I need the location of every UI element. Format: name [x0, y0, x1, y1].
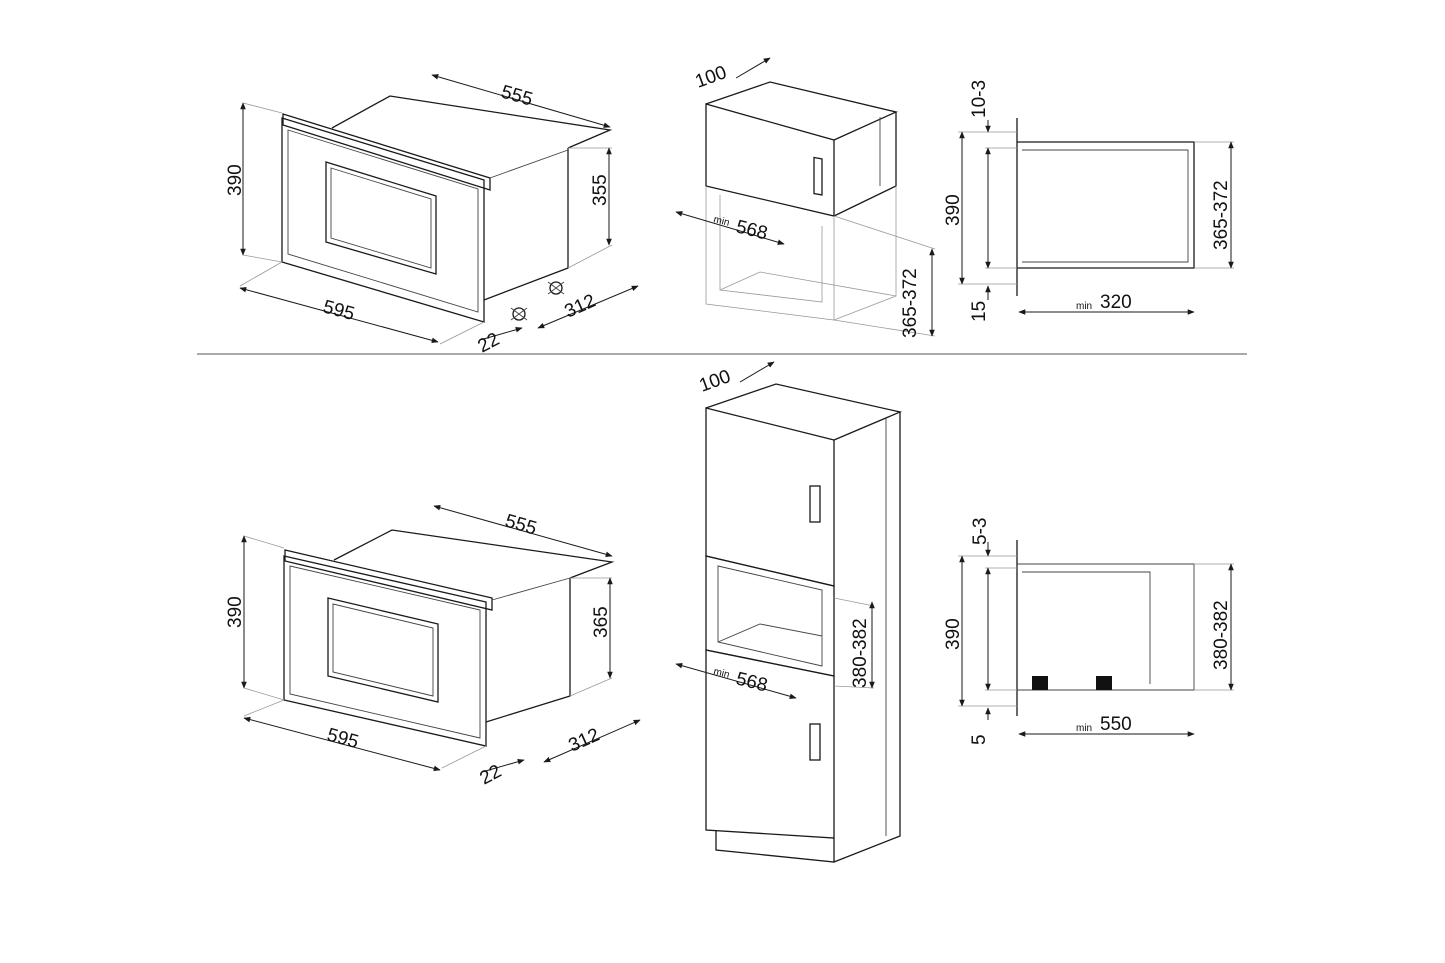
bottom-cabinet-top-label: 100 — [697, 366, 734, 397]
top-cabinet-niche-depth-dim — [675, 211, 785, 245]
bottom-oven-width-label: 595 — [325, 725, 361, 753]
top-cabinet-niche-height-label: 365-372 — [900, 268, 921, 338]
top-side-top-gap-label: 10-3 — [969, 80, 990, 118]
bottom-side-depth-label: 550 — [1100, 714, 1132, 735]
top-cabinet-drawing — [705, 81, 936, 337]
bottom-side-min-label: min — [1076, 723, 1092, 734]
top-oven-side-depth-dim — [537, 285, 639, 329]
bottom-oven-depth-dim — [433, 505, 613, 557]
bottom-side-bottom-gap-label: 5 — [969, 734, 990, 745]
bottom-side-niche-height-label: 380-382 — [1211, 600, 1232, 670]
top-oven-width-dim — [239, 286, 439, 344]
top-oven-depth-label: 555 — [499, 82, 535, 111]
bottom-side-foot-left — [1032, 676, 1048, 690]
top-oven-width-label: 595 — [321, 297, 357, 325]
top-cabinet-top-label: 100 — [693, 62, 730, 93]
bottom-cabinet-niche-height-label: 380-382 — [850, 618, 871, 688]
bottom-cabinet-niche-depth-dim — [675, 663, 797, 699]
top-side-bottom-gap-label: 15 — [969, 301, 990, 322]
top-side-niche-height-label: 365-372 — [1211, 180, 1232, 250]
bottom-oven-body-height-label: 365 — [591, 606, 612, 638]
bottom-oven-side-depth-dim — [543, 719, 641, 763]
bottom-oven-front-label: 22 — [476, 761, 505, 789]
bottom-side-foot-right — [1096, 676, 1112, 690]
bottom-side-height-label: 390 — [943, 618, 964, 650]
bottom-oven-front-dim — [481, 759, 525, 773]
bottom-side-view-drawing — [958, 540, 1234, 716]
bottom-cabinet-min-label: min — [712, 666, 730, 681]
bottom-oven-depth-label: 555 — [503, 511, 539, 540]
top-side-min-label: min — [1076, 301, 1092, 312]
top-cabinet-top-dim — [735, 57, 771, 79]
top-cabinet-niche-depth-label: 568 — [734, 216, 770, 244]
bottom-cabinet-top-dim — [739, 361, 775, 383]
bottom-oven-width-dim — [243, 716, 441, 772]
top-side-view-drawing — [958, 118, 1234, 296]
top-oven-side-depth-label: 312 — [561, 290, 599, 322]
top-side-depth-label: 320 — [1100, 292, 1132, 313]
top-oven-front-dim — [479, 327, 523, 341]
top-oven-body-height-label: 355 — [590, 174, 611, 206]
top-oven-front-label: 22 — [474, 329, 503, 357]
bottom-oven-side-depth-label: 312 — [565, 724, 603, 756]
bottom-cabinet-niche-depth-label: 568 — [734, 668, 770, 696]
top-oven-height-label: 390 — [225, 164, 246, 196]
bottom-oven-height-label: 390 — [225, 596, 246, 628]
bottom-cabinet-drawing — [705, 383, 903, 863]
top-cabinet-min-label: min — [712, 214, 730, 229]
bottom-side-top-gap-label: 5-3 — [970, 518, 991, 545]
top-oven-drawing — [239, 95, 613, 345]
top-side-height-label: 390 — [943, 194, 964, 226]
top-oven-depth-dim — [431, 74, 611, 128]
